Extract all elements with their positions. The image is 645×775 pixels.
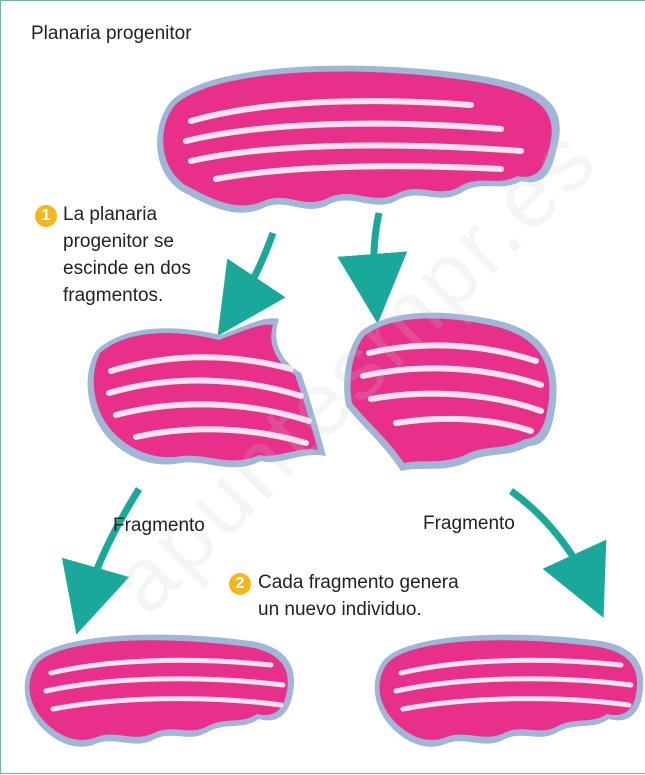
step-1-line: fragmentos. — [63, 282, 191, 309]
step-1-text: La planaria progenitor se escinde en dos… — [63, 201, 191, 309]
step-2-line: Cada fragmento genera — [258, 569, 459, 596]
step-1-line: progenitor se — [63, 228, 191, 255]
step-2-line: un nuevo individuo. — [258, 596, 459, 623]
offspring-right — [375, 635, 644, 747]
arrow-parent-to-left — [237, 233, 273, 307]
diagram-title: Planaria progenitor — [31, 23, 192, 45]
step-1-badge: 1 — [35, 205, 57, 227]
offspring-left — [25, 635, 294, 747]
step-2-badge: 2 — [229, 573, 251, 595]
fragment-label-left: Fragmento — [113, 515, 205, 537]
arrow-right-fragment-to-offspring — [511, 491, 589, 586]
step-1-line: escinde en dos — [63, 255, 191, 282]
fragment-label-right: Fragmento — [423, 513, 515, 535]
step-2-text: Cada fragmento genera un nuevo individuo… — [258, 569, 459, 623]
step-1-line: La planaria — [63, 201, 191, 228]
